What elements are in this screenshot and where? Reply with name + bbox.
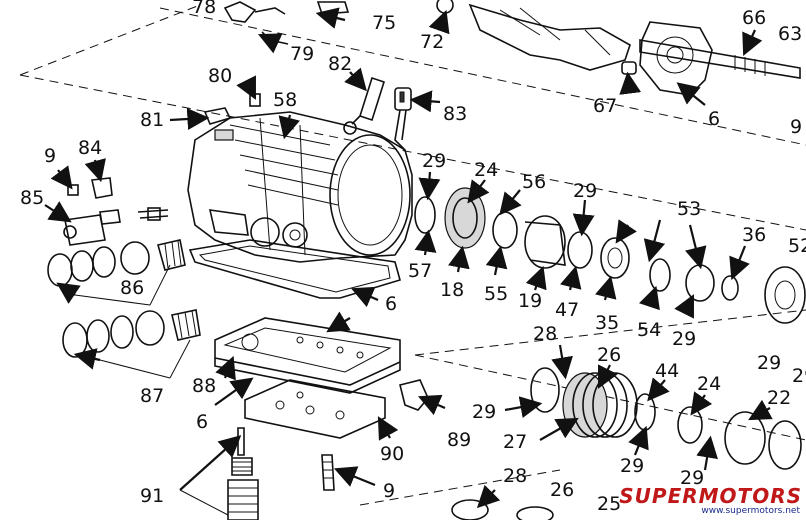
part-label: 6 bbox=[708, 108, 720, 130]
guide-lines bbox=[19, 4, 806, 506]
part-label: 22 bbox=[767, 387, 791, 409]
seal-stack-87 bbox=[62, 309, 201, 358]
watermark-url: www.supermotors.net bbox=[701, 506, 800, 516]
watermark-logo: SUPERMOTORS bbox=[619, 484, 802, 508]
part-label: 29 bbox=[472, 401, 496, 423]
part-label: 36 bbox=[742, 224, 766, 246]
output-shaft bbox=[639, 39, 801, 79]
bolt-80 bbox=[249, 93, 261, 107]
part-labels: 78 75 72 66 63 79 80 82 58 81 83 67 6 9 … bbox=[20, 0, 806, 515]
part-label: 87 bbox=[140, 385, 164, 407]
part-label: 28 bbox=[503, 465, 527, 487]
part-label: 6 bbox=[196, 411, 208, 433]
part-label: 84 bbox=[78, 137, 102, 159]
part-label: 24 bbox=[697, 373, 721, 395]
part-label: 18 bbox=[440, 279, 464, 301]
part-label: 54 bbox=[637, 319, 661, 341]
part-label: 66 bbox=[742, 7, 766, 29]
part-label: 29 bbox=[620, 455, 644, 477]
small-parts-top bbox=[223, 0, 454, 45]
part-label: 85 bbox=[20, 187, 44, 209]
valve-body bbox=[214, 317, 429, 439]
part-label: 90 bbox=[380, 443, 404, 465]
part-label: 9 bbox=[383, 480, 395, 502]
part-label: 47 bbox=[555, 299, 579, 321]
part-label: 78 bbox=[192, 0, 216, 18]
part-label: 19 bbox=[518, 290, 542, 312]
part-label: 24 bbox=[474, 159, 498, 181]
clutch-stack-upper bbox=[414, 187, 806, 324]
seal-stack-86 bbox=[47, 239, 186, 287]
extension-housing bbox=[468, 3, 713, 96]
part-label: 80 bbox=[208, 65, 232, 87]
part-label: 26 bbox=[550, 479, 574, 501]
pan-gasket bbox=[188, 239, 401, 299]
part-label: 6 bbox=[385, 293, 397, 315]
part-label: 63 bbox=[778, 23, 802, 45]
transmission-case bbox=[187, 111, 413, 263]
connector bbox=[394, 87, 412, 151]
part-label: 29 bbox=[792, 365, 806, 387]
speed-sensor bbox=[343, 76, 385, 135]
part-label: 82 bbox=[328, 53, 352, 75]
part-label: 56 bbox=[522, 171, 546, 193]
part-label: 81 bbox=[140, 109, 164, 131]
part-label: 58 bbox=[273, 89, 297, 111]
part-label: 29 bbox=[757, 352, 781, 374]
part-label: 88 bbox=[192, 375, 216, 397]
leader-arrows bbox=[44, 7, 773, 516]
watermark: SUPERMOTORS www.supermotors.net bbox=[619, 484, 802, 518]
part-label: 55 bbox=[484, 283, 508, 305]
part-label: 67 bbox=[593, 95, 617, 117]
governor-assembly bbox=[63, 177, 169, 246]
part-label: 25 bbox=[597, 493, 621, 515]
part-label: 53 bbox=[677, 198, 701, 220]
part-label: 26 bbox=[597, 344, 621, 366]
part-label: 29 bbox=[573, 180, 597, 202]
part-label: 86 bbox=[120, 277, 144, 299]
part-label: 9 bbox=[790, 116, 802, 138]
bolt-9-lower bbox=[321, 454, 335, 491]
part-label: 75 bbox=[372, 12, 396, 34]
bushing-67 bbox=[621, 61, 637, 75]
part-label: 89 bbox=[447, 429, 471, 451]
part-label: 29 bbox=[680, 467, 704, 489]
part-label: 52 bbox=[788, 235, 806, 257]
part-label: 35 bbox=[595, 312, 619, 334]
part-label: 27 bbox=[503, 431, 527, 453]
part-label: 57 bbox=[408, 260, 432, 282]
part-label: 83 bbox=[443, 103, 467, 125]
part-label: 79 bbox=[290, 43, 314, 65]
part-label: 28 bbox=[533, 323, 557, 345]
part-label: 29 bbox=[422, 150, 446, 172]
part-label: 72 bbox=[420, 31, 444, 53]
part-label: 9 bbox=[44, 145, 56, 167]
part-label: 29 bbox=[672, 328, 696, 350]
part-label: 44 bbox=[655, 360, 679, 382]
part-label: 91 bbox=[140, 485, 164, 507]
